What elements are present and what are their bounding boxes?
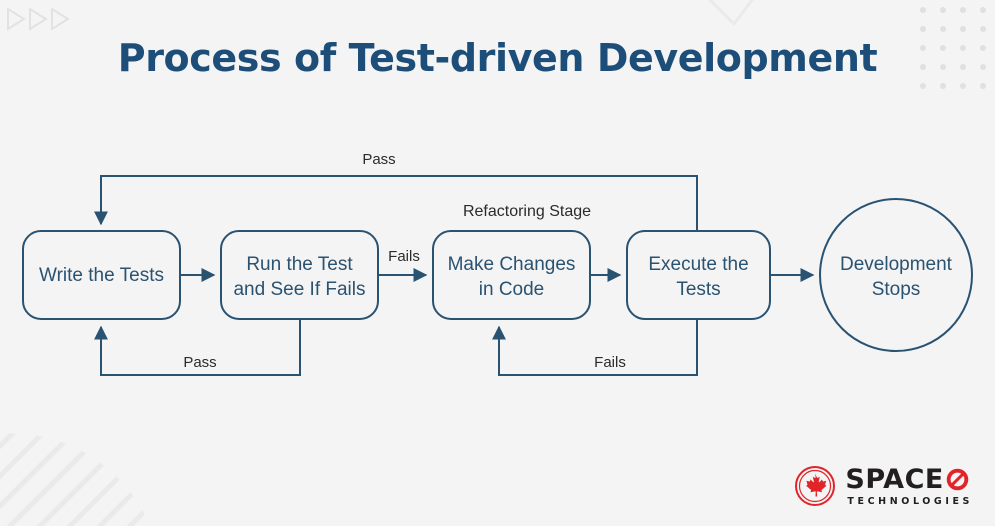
node-label-line2: and See If Fails bbox=[233, 279, 365, 300]
node-development-stops[interactable]: Development Stops bbox=[819, 198, 973, 352]
annotation-refactoring-stage: Refactoring Stage bbox=[463, 203, 591, 220]
edge-label-fails-middle: Fails bbox=[388, 248, 420, 265]
maple-leaf-icon bbox=[795, 466, 836, 506]
brand-logo: SPACE TECHNOLOGIES bbox=[794, 460, 973, 512]
edge-label-fails-bottom: Fails bbox=[594, 354, 626, 371]
logo-tagline: TECHNOLOGIES bbox=[847, 495, 973, 507]
logo-name: SPACE bbox=[845, 466, 973, 493]
edge-label-pass-bottom: Pass bbox=[183, 354, 216, 371]
node-execute-the-tests[interactable]: Execute the Tests bbox=[626, 230, 771, 320]
node-label-line2: in Code bbox=[479, 279, 545, 300]
logo-name-text: SPACE bbox=[845, 463, 944, 495]
node-label: Write the Tests bbox=[39, 265, 164, 286]
logo-wordmark: SPACE TECHNOLOGIES bbox=[845, 466, 973, 507]
edge-label-pass-top: Pass bbox=[362, 151, 395, 168]
node-label-line1: Execute the bbox=[648, 254, 748, 275]
node-label-line1: Development bbox=[840, 254, 953, 275]
node-write-the-tests[interactable]: Write the Tests bbox=[22, 230, 181, 320]
node-label-line1: Run the Test bbox=[246, 254, 353, 275]
logo-o-mark-icon bbox=[946, 468, 969, 491]
node-run-the-test[interactable]: Run the Test and See If Fails bbox=[220, 230, 379, 320]
page-title: Process of Test-driven Development bbox=[117, 36, 878, 80]
node-label-line2: Stops bbox=[872, 279, 921, 300]
edge-execute-to-write bbox=[94, 175, 698, 231]
edge-execute-to-change bbox=[492, 319, 698, 376]
node-label-line1: Make Changes bbox=[448, 254, 576, 275]
node-label-line2: Tests bbox=[676, 279, 720, 300]
node-make-changes-in-code[interactable]: Make Changes in Code bbox=[432, 230, 591, 320]
edge-run-to-write bbox=[94, 319, 301, 376]
